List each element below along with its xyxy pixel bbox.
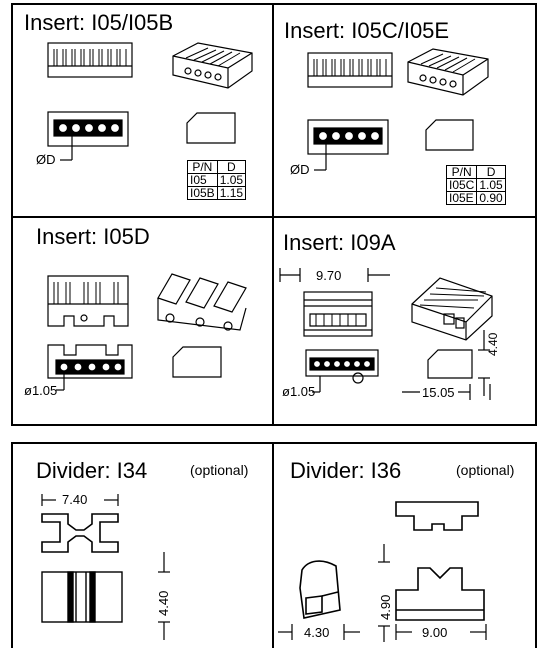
i36-title: Divider: I36 xyxy=(290,458,402,483)
i05d-isometric-view xyxy=(157,273,247,331)
i09a-isometric-view xyxy=(411,277,493,341)
i36-front-view xyxy=(395,567,485,621)
i09a-diameter-label: ø1.05 xyxy=(282,384,316,399)
i36-width-label: 9.00 xyxy=(422,625,448,640)
i34-width-label: 7.40 xyxy=(62,492,88,507)
i05c-bottom-view xyxy=(307,119,389,171)
i09a-bottom-view xyxy=(305,349,379,393)
i05c-diameter-label: ØD xyxy=(290,162,310,177)
i09a-profile-view xyxy=(427,349,473,379)
i34-title: Divider: I34 xyxy=(36,458,148,483)
i05-front-view xyxy=(47,42,133,78)
table-header: P/N xyxy=(187,160,218,174)
i05d-bottom-view xyxy=(47,344,133,391)
i09a-depth-label: 15.05 xyxy=(422,385,455,400)
i36-side-profile xyxy=(299,560,341,619)
i05d-front-view xyxy=(47,275,129,327)
i09a-height-dimension xyxy=(478,330,490,396)
part-number: I05 xyxy=(187,173,218,187)
i05-title: Insert: I05/I05B xyxy=(24,10,174,35)
diameter-value: 1.15 xyxy=(216,186,247,200)
i34-height-dimension xyxy=(158,552,170,640)
i36-height-dimension xyxy=(378,544,390,642)
part-number: I05C xyxy=(445,178,478,192)
diameter-value: 1.05 xyxy=(216,173,247,187)
i05c-front-view xyxy=(307,52,393,88)
table-header: D xyxy=(476,165,506,179)
i09a-title: Insert: I09A xyxy=(283,230,396,255)
i05d-profile-view xyxy=(172,346,222,378)
i09a-front-view xyxy=(303,291,373,337)
i05c-profile-view xyxy=(425,119,474,151)
i05-profile-view xyxy=(186,112,236,144)
i34-width-dimension xyxy=(41,494,119,506)
i36-optional-note: (optional) xyxy=(456,462,515,478)
i05-isometric-view xyxy=(172,42,253,89)
i34-height-label: 4.40 xyxy=(156,590,171,616)
i05-diameter-label: ØD xyxy=(36,152,56,167)
part-number: I05B xyxy=(187,186,218,200)
i36-top-view xyxy=(395,501,479,531)
i36-small-label: 4.30 xyxy=(304,625,330,640)
i36-width-dimension xyxy=(395,624,487,640)
i05c-isometric-view xyxy=(407,48,489,96)
i05-bottom-view xyxy=(47,111,129,161)
table-header: D xyxy=(216,160,247,174)
part-number: I05E xyxy=(445,191,478,205)
table-header: P/N xyxy=(445,165,478,179)
i36-height-label: 4.90 xyxy=(378,594,393,620)
i09a-width-dimension xyxy=(279,268,390,282)
i34-side-view xyxy=(41,571,123,623)
i05d-diameter-label: ø1.05 xyxy=(24,383,58,398)
i34-optional-note: (optional) xyxy=(190,462,249,478)
i09a-depth-dimension xyxy=(402,384,491,400)
i05d-title: Insert: I05D xyxy=(36,224,150,249)
i34-top-view xyxy=(41,513,119,553)
i05c-title: Insert: I05C/I05E xyxy=(284,18,450,43)
i36-small-dimension xyxy=(278,624,360,640)
diameter-value: 0.90 xyxy=(476,191,506,205)
diameter-value: 1.05 xyxy=(476,178,506,192)
i09a-width-label: 9.70 xyxy=(316,268,342,283)
i09a-height-label: 4.40 xyxy=(486,332,500,356)
